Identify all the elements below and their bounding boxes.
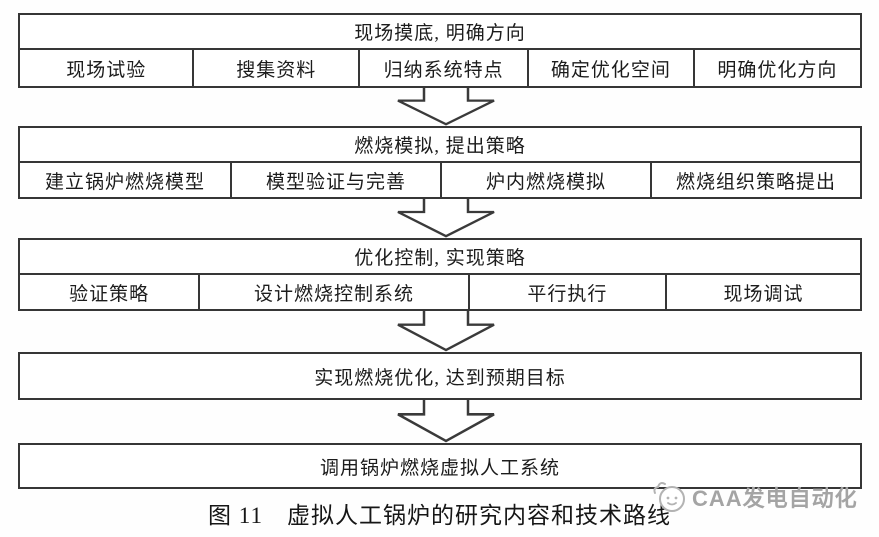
step-cell: 平行执行 [467,275,665,309]
stage-box-achieve-optimization: 实现燃烧优化, 达到预期目标 [18,352,862,400]
figure-caption: 图 11 虚拟人工锅炉的研究内容和技术路线 [208,503,671,528]
stage-box-combustion-simulation: 燃烧模拟, 提出策略 建立锅炉燃烧模型 模型验证与完善 炉内燃烧模拟 燃烧组织策… [18,126,862,199]
step-cell: 搜集资料 [192,50,358,86]
stage-title: 实现燃烧优化, 达到预期目标 [314,367,566,389]
step-cell: 炉内燃烧模拟 [440,163,650,197]
step-cell: 归纳系统特点 [358,50,527,86]
stage-steps-row: 验证策略 设计燃烧控制系统 平行执行 现场调试 [20,275,860,309]
step-cell: 燃烧组织策略提出 [650,163,860,197]
stage-box-virtual-artificial-system: 调用锅炉燃烧虚拟人工系统 [18,443,862,489]
step-cell: 模型验证与完善 [230,163,440,197]
step-cell: 现场调试 [664,275,860,309]
watermark-text: CAA发电自动化 [692,486,858,511]
stage-title: 优化控制, 实现策略 [20,240,860,275]
watermark: CAA发电自动化 [651,479,858,515]
stage-steps-row: 现场试验 搜集资料 归纳系统特点 确定优化空间 明确优化方向 [20,50,860,86]
step-cell: 现场试验 [66,59,147,81]
step-cell: 设计燃烧控制系统 [198,275,468,309]
step-cell: 建立锅炉燃烧模型 [44,171,205,193]
stage-title: 燃烧模拟, 提出策略 [20,128,860,163]
step-cell: 确定优化空间 [527,50,693,86]
stage-title: 现场摸底, 明确方向 [20,15,860,50]
down-arrow-icon [397,88,495,126]
down-arrow-icon [397,400,495,443]
step-cell: 明确优化方向 [692,50,860,86]
stage-box-site-survey: 现场摸底, 明确方向 现场试验 搜集资料 归纳系统特点 确定优化空间 明确优化方… [18,13,862,88]
stage-title: 调用锅炉燃烧虚拟人工系统 [319,457,560,479]
caa-mascot-icon [653,482,685,512]
down-arrow-icon [397,199,495,238]
step-cell: 验证策略 [69,283,150,305]
stage-steps-row: 建立锅炉燃烧模型 模型验证与完善 炉内燃烧模拟 燃烧组织策略提出 [20,163,860,197]
stage-box-optimal-control: 优化控制, 实现策略 验证策略 设计燃烧控制系统 平行执行 现场调试 [18,238,862,311]
down-arrow-icon [397,311,495,352]
